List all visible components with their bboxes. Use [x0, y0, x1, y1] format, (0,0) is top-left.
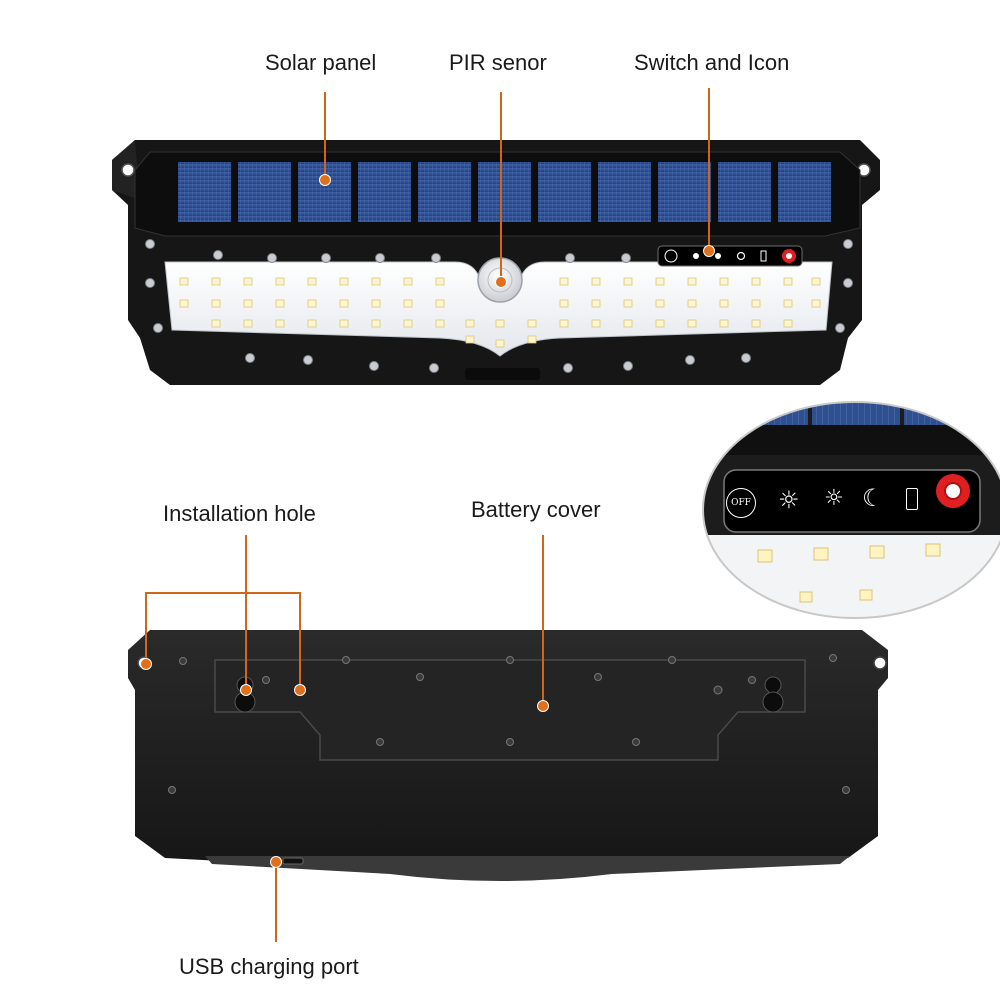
usb-port [282, 857, 304, 865]
leader-installation-hole [245, 535, 247, 687]
leader-dot-hole-left [140, 658, 152, 670]
label-switch-icon: Switch and Icon [634, 50, 790, 75]
battery-icon [906, 488, 918, 510]
leader-installation-hole-left [145, 592, 147, 662]
leader-dot-hole-keyhole [240, 684, 252, 696]
power-button-icon[interactable] [936, 474, 970, 508]
sun-icon[interactable]: ☼ [778, 486, 800, 514]
label-solar-panel: Solar panel [265, 50, 377, 75]
leader-installation-hole-right [299, 592, 301, 688]
leader-dot-battery-cover [537, 700, 549, 712]
zoom-off-icon[interactable]: OFF [726, 488, 756, 518]
leader-dot-pir-sensor [495, 276, 507, 288]
leader-dot-usb-port [270, 856, 282, 868]
label-usb-port: USB charging port [179, 954, 359, 979]
off-label: OFF [731, 498, 751, 508]
back-bottom-lip [205, 856, 850, 881]
solar-cells [178, 162, 831, 222]
leader-dot-switch-icon [703, 245, 715, 257]
housing-studs [145, 239, 853, 373]
label-installation-hole: Installation hole [163, 501, 316, 526]
led-array [179, 277, 821, 348]
leader-solar-panel [324, 92, 326, 178]
battery-cover-plate [214, 659, 806, 761]
leader-installation-hole-h [145, 592, 301, 594]
leader-pir-sensor [500, 92, 502, 280]
leader-battery-cover [542, 535, 544, 705]
half-sun-icon[interactable]: ☼ [824, 486, 844, 511]
power-button-center [944, 482, 962, 500]
moon-star-icon[interactable]: ☾ [862, 484, 884, 512]
label-pir-sensor: PIR senor [449, 50, 547, 75]
leader-dot-solar-panel [319, 174, 331, 186]
label-battery-cover: Battery cover [471, 497, 601, 522]
leader-switch-icon [708, 88, 710, 250]
leader-usb-port [275, 862, 277, 942]
front-bottom-slot [465, 368, 540, 380]
leader-dot-hole-right [294, 684, 306, 696]
